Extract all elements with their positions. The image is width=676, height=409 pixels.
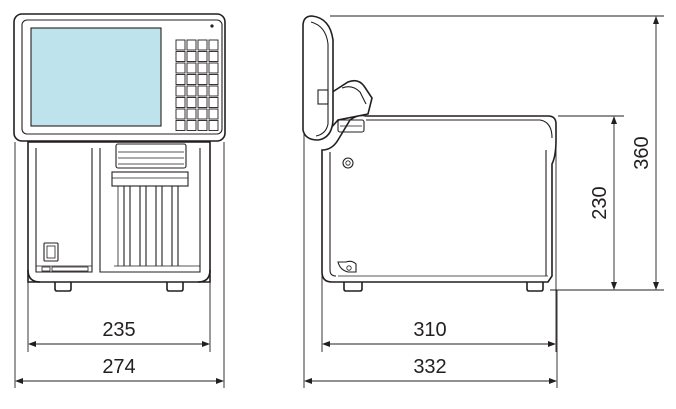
- keypad-key: [186, 62, 197, 74]
- display-screen: [30, 27, 162, 127]
- display-bezel: [21, 19, 223, 135]
- keypad-key: [197, 51, 208, 62]
- keypad-key: [197, 85, 208, 97]
- keypad-key: [175, 74, 186, 85]
- display-profile: [302, 15, 334, 141]
- keypad-key: [197, 39, 208, 51]
- keypad-key: [208, 62, 219, 74]
- keypad-key: [175, 108, 186, 120]
- front-foot-left: [54, 282, 72, 292]
- dim-label-332: 332: [413, 356, 446, 378]
- side-screw-center: [345, 160, 351, 166]
- keypad-key: [208, 85, 219, 97]
- power-switch-icon: [43, 242, 59, 262]
- keypad-key: [208, 39, 219, 51]
- printer-roller: [111, 171, 189, 187]
- keypad-key: [175, 62, 186, 74]
- keypad-key: [197, 97, 208, 108]
- front-right-panel: [99, 148, 201, 273]
- keypad-key: [197, 74, 208, 85]
- keypad-key: [186, 39, 197, 51]
- printer-head-ridges: [118, 151, 184, 165]
- side-corner-hole: [346, 265, 352, 271]
- keypad-key: [175, 97, 186, 108]
- dim-label-235: 235: [102, 319, 135, 341]
- keypad-key: [197, 108, 208, 120]
- display-stand-hinge: [341, 86, 367, 105]
- front-indicator-left: [41, 266, 51, 272]
- keypad-key: [197, 120, 208, 131]
- label-chutes: [117, 186, 179, 266]
- side-foot-front: [343, 282, 363, 292]
- keypad-key: [175, 39, 186, 51]
- keypad-key: [175, 120, 186, 131]
- keypad-key: [186, 108, 197, 120]
- keypad: [175, 39, 219, 131]
- keypad-key: [175, 85, 186, 97]
- keypad-key: [186, 85, 197, 97]
- dim-label-360: 360: [631, 136, 653, 169]
- display-side-port: [317, 89, 329, 105]
- front-slot: [51, 266, 89, 272]
- power-switch-rocker: [46, 245, 56, 259]
- side-view: [302, 15, 557, 292]
- keypad-key: [208, 108, 219, 120]
- keypad-key: [208, 74, 219, 85]
- keypad-key: [208, 97, 219, 108]
- side-corner-detail: [337, 260, 357, 273]
- keypad-key: [208, 120, 219, 131]
- keypad-key: [208, 51, 219, 62]
- keypad-key: [186, 120, 197, 131]
- keypad-key: [186, 97, 197, 108]
- side-screw-icon: [342, 157, 354, 169]
- dim-label-310: 310: [413, 319, 446, 341]
- side-top-shell: [366, 119, 553, 139]
- printer-head: [115, 143, 187, 169]
- front-view: [13, 13, 226, 292]
- dimension-lines: [14, 15, 664, 388]
- keypad-key: [186, 74, 197, 85]
- front-foot-right: [166, 282, 184, 292]
- stand-bracket: [337, 119, 365, 133]
- front-left-panel: [35, 148, 93, 273]
- dim-label-230: 230: [589, 186, 611, 219]
- display-led: [210, 24, 214, 28]
- side-foot-rear: [526, 282, 544, 292]
- keypad-key: [186, 51, 197, 62]
- side-front-face: [329, 152, 337, 277]
- keypad-key: [197, 62, 208, 74]
- side-body: [321, 114, 557, 283]
- display-profile-inner: [310, 21, 329, 137]
- dim-label-274: 274: [102, 356, 135, 378]
- keypad-key: [175, 51, 186, 62]
